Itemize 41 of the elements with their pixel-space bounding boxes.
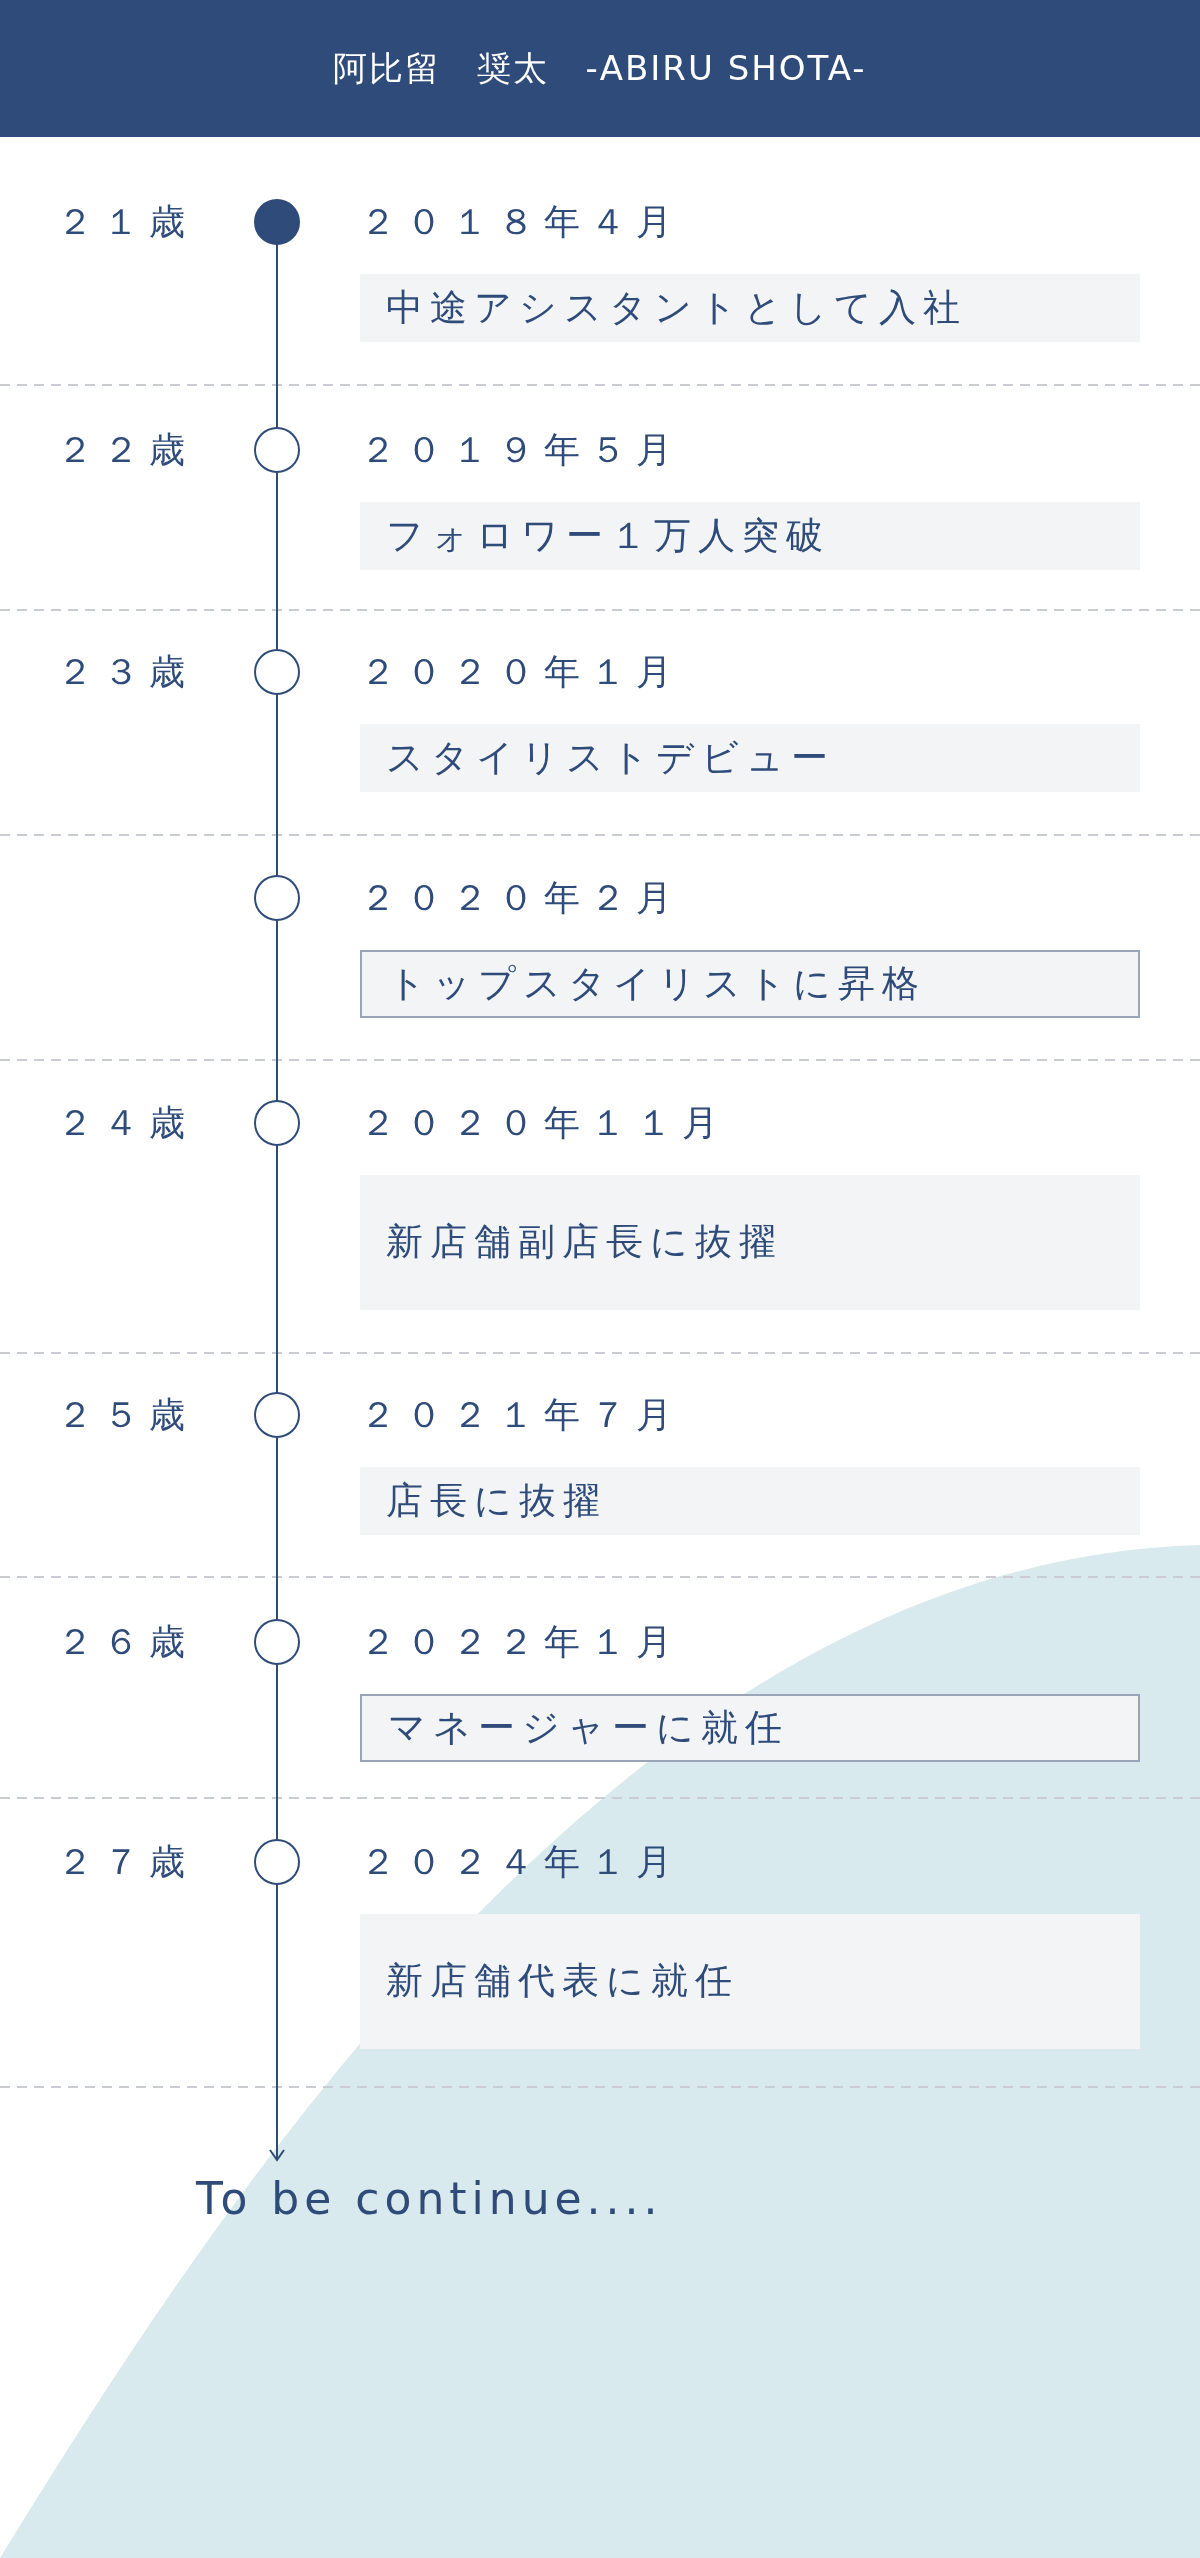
event-text: 店長に抜擢 [386,1477,607,1524]
date-label: ２０２０年１月 [360,650,682,694]
timeline-circle [254,649,300,695]
timeline-line [276,693,278,877]
date-label: ２０２４年１月 [360,1840,682,1884]
timeline-circle [254,1100,300,1146]
timeline-circle [254,1619,300,1665]
timeline-line [276,919,278,1102]
date-label: ２０２２年１月 [360,1620,682,1664]
date-label: ２０１９年５月 [360,428,682,472]
date-label: ２０１８年４月 [360,200,682,244]
date-label: ２０２０年１１月 [360,1101,728,1145]
timeline-circle [254,1839,300,1885]
event-text: 新店舗副店長に抜擢 [386,1219,783,1266]
timeline-circle [254,427,300,473]
event-text: 中途アシスタントとして入社 [386,284,967,331]
timeline-circle [254,1392,300,1438]
timeline-dot [254,199,300,245]
age-label: ２１歳 [57,200,195,244]
timeline-line [276,1436,278,1621]
event-text: マネージャーに就任 [388,1704,789,1751]
age-label: ２３歳 [57,650,195,694]
timeline-line [276,471,278,651]
age-label: ２４歳 [57,1101,195,1145]
event-text: フォロワー１万人突破 [386,512,830,559]
timeline-line [276,1663,278,1841]
date-label: ２０２１年７月 [360,1393,682,1437]
date-label: ２０２０年２月 [360,876,682,920]
age-label: ２７歳 [57,1840,195,1884]
closing-text: To be continue.... [196,2169,663,2229]
age-label: ２５歳 [57,1393,195,1437]
age-label: ２６歳 [57,1620,195,1664]
timeline-circle [254,875,300,921]
age-label: ２２歳 [57,428,195,472]
event-text: トップスタイリストに昇格 [388,960,926,1007]
timeline-line [276,243,278,429]
timeline-line [276,1144,278,1394]
title: 阿比留 奨太 -ABIRU SHOTA- [333,46,867,90]
timeline-line [269,1883,285,2161]
event-text: 新店舗代表に就任 [386,1958,739,2005]
event-text: スタイリストデビュー [386,734,835,781]
